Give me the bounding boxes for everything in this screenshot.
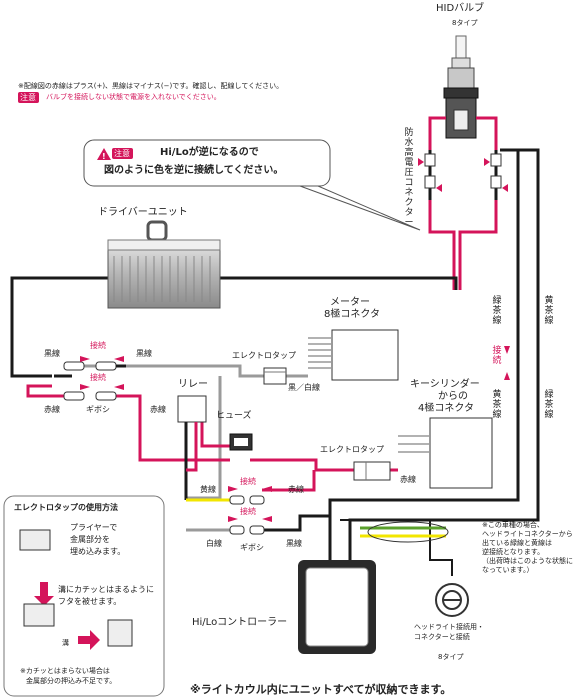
red-wires <box>26 384 398 492</box>
electrotap-2 <box>353 461 391 481</box>
red-wire-label-mid: 赤線 <box>150 405 166 414</box>
meter-connector-line-2: 8極コネクタ <box>324 309 380 320</box>
usage-step2b: フタを被せます。 <box>58 597 122 606</box>
red-wire-label-key: 赤線 <box>400 475 416 484</box>
connect-label-vertical: 接続 <box>492 346 502 366</box>
black-main-cables <box>10 148 540 560</box>
meter-connector-line-1: メーター <box>330 297 370 308</box>
connect-label-2: 接続 <box>90 373 106 382</box>
driver-unit <box>107 220 221 309</box>
headlight-wires <box>340 519 453 576</box>
usage-step1c: 埋め込みます。 <box>70 547 126 556</box>
connect-label-3: 接続 <box>240 477 256 486</box>
callout-box <box>83 139 421 231</box>
red-wire-label-ctrl: 赤線 <box>288 485 304 494</box>
hid-bulb-title: HIDバルブ <box>436 3 485 14</box>
gray-wires <box>70 364 308 500</box>
electrotap-1 <box>263 367 287 385</box>
headlight-socket <box>435 583 469 617</box>
fuse <box>229 433 253 451</box>
usage-step1b: 金属部分を <box>70 535 110 544</box>
callout-caution-badge: 注意 <box>112 148 133 159</box>
white-wire-label: 白線 <box>206 539 222 548</box>
key-cylinder-line-3: 4極コネクタ <box>418 403 474 414</box>
yellow-tea-wire-label-top: 黄茶線 <box>544 296 554 326</box>
usage-step1a: プライヤーで <box>70 523 118 532</box>
hid-bulb-type: 8タイプ <box>452 19 478 27</box>
side-note-6: なっています。） <box>482 566 534 574</box>
driver-unit-label: ドライバーユニット <box>98 207 188 218</box>
red-wire-label-left: 赤線 <box>44 405 60 414</box>
black-wire-label-ctrl: 黒線 <box>286 539 302 548</box>
green-tea-wire-label-bottom: 緑茶線 <box>544 390 554 420</box>
electrotap-label-1: エレクトロタップ <box>232 351 296 360</box>
usage-note-2: 金属部分の押込み不足です。 <box>26 677 117 685</box>
controller-wires <box>186 495 330 535</box>
note-line-2: バルブを接続しない状態で電源を入れないでください。 <box>46 93 221 101</box>
connect-label-4: 接続 <box>240 507 256 516</box>
hilo-controller-label: Hi/Loコントローラー <box>192 617 288 628</box>
callout-line-2: 図のように色を逆に接続してください。 <box>104 165 284 176</box>
key-cylinder-line-1: キーシリンダー <box>410 379 480 390</box>
side-note-4: 逆接続となります。 <box>482 548 545 556</box>
black-wire-label-right: 黒線 <box>136 349 152 358</box>
callout-line-1: Hi/Loが逆になるので <box>160 147 259 158</box>
electrotap-label-2: エレクトロタップ <box>320 445 384 454</box>
side-note-1: ※この車種の場合、 <box>482 521 544 529</box>
footer-note: ※ライトカウル内にユニットすべてが収納できます。 <box>190 683 452 696</box>
green-tea-wire-label-top: 緑茶線 <box>492 296 502 326</box>
yellow-wire-label: 黄線 <box>200 485 216 494</box>
relay-label: リレー <box>178 379 208 390</box>
caution-badge-small: 注意 <box>18 92 39 103</box>
usage-note-1: ※カチッとはまらない場合は <box>20 667 110 675</box>
key-cylinder-connector <box>398 417 493 489</box>
meter-connector <box>308 329 399 381</box>
left-gibosi <box>54 361 126 401</box>
bottom-type-label: 8タイプ <box>438 653 464 661</box>
caution-icon: ! <box>97 148 111 161</box>
usage-box-title: エレクトロタップの使用方法 <box>14 503 118 512</box>
note-line-1: ※配線図の赤線はプラス(+)、黒線はマイナス(−)です。確認し、配線してください… <box>18 82 284 90</box>
side-note-2: ヘッドライトコネクターから <box>482 530 573 538</box>
side-note-3: 出ている緑線と黄線は <box>482 539 552 547</box>
hv-connector-wiring <box>418 116 508 290</box>
hid-bulb <box>443 35 479 139</box>
relay <box>177 395 207 500</box>
side-note-5: （出荷時はこのような状態に <box>482 557 573 565</box>
gibosi-label-left: ギボシ <box>86 405 110 414</box>
headlight-connector-2: コネクターと接続 <box>414 633 470 641</box>
hilo-controller <box>298 560 376 654</box>
usage-step2a: 溝にカチッとはまるように <box>58 585 154 594</box>
connect-label-1: 接続 <box>90 341 106 350</box>
headlight-connector-1: ヘッドライト接続用・ <box>414 623 484 631</box>
gibosi-label-ctrl: ギボシ <box>240 543 264 552</box>
usage-box <box>3 495 165 697</box>
fuse-label: ヒューズ <box>216 411 252 421</box>
key-cylinder-line-2: からの <box>438 391 468 402</box>
usage-groove: 溝 <box>62 639 69 647</box>
yellow-tea-wire-label-bottom: 黄茶線 <box>492 390 502 420</box>
svg-text:!: ! <box>102 152 106 161</box>
black-white-wire-label: 黒／白線 <box>288 383 320 392</box>
black-wire-label-left: 黒線 <box>44 349 60 358</box>
hv-connector-label: 防水高電圧コネクター <box>404 128 414 228</box>
connect-arrows <box>80 346 510 522</box>
